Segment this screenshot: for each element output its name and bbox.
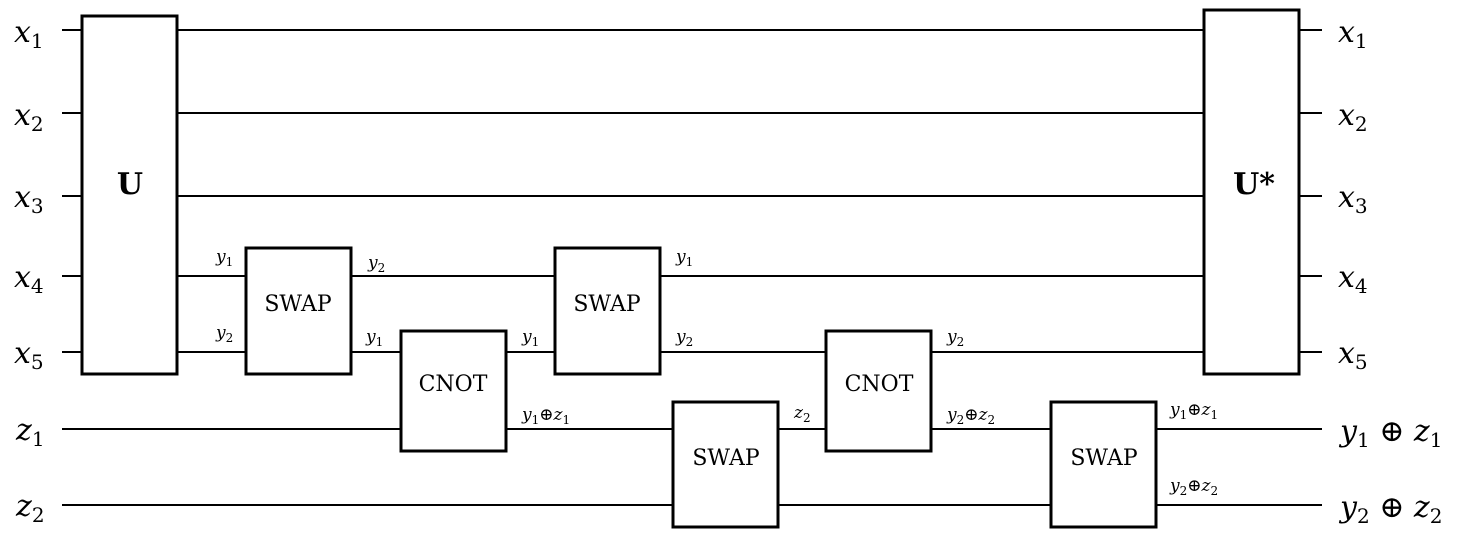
wire-label-cnot2-out-top: y2	[946, 327, 964, 349]
gate-swap-4: SWAP	[1049, 400, 1158, 529]
wire-label-swap1-out-bottom: y1	[365, 327, 383, 349]
output-label-y1-xor-z1: y1 ⊕ z1	[1338, 414, 1442, 452]
wire-label-cnot2-out-bottom: y2⊕z2	[946, 405, 995, 427]
gate-cnot-2-label: CNOT	[845, 372, 914, 397]
gate-cnot-1-label: CNOT	[419, 372, 488, 397]
wire-label-cnot1-out-top: y1	[521, 327, 539, 349]
gate-u-dagger-label: U*	[1233, 167, 1275, 202]
wire-labels: y1 y2 y2 y1 y1 y1⊕z1 y1 y2 z2 y2 y2⊕z2 y…	[215, 247, 1218, 498]
gate-swap-3: SWAP	[671, 400, 780, 529]
gate-cnot-2: CNOT	[824, 329, 933, 453]
output-labels: x1 x2 x3 x4 x5 y1 ⊕ z1 y2 ⊕ z2	[1338, 15, 1442, 528]
input-label-x5: x5	[14, 336, 44, 374]
wire-label-cnot1-out-bottom: y1⊕z1	[521, 405, 570, 427]
output-label-x4: x4	[1338, 260, 1368, 298]
gate-swap-3-label: SWAP	[692, 446, 759, 471]
output-label-x2: x2	[1338, 98, 1368, 136]
input-label-x4: x4	[14, 260, 44, 298]
input-label-z1: z1	[15, 413, 45, 451]
wire-label-swap1-in-top: y1	[215, 247, 233, 269]
input-label-x1: x1	[14, 15, 44, 53]
wire-label-swap4-out-bottom: y2⊕z2	[1169, 476, 1218, 498]
output-label-x5: x5	[1338, 336, 1368, 374]
input-label-x3: x3	[14, 180, 44, 218]
wire-label-swap1-in-bottom: y2	[215, 323, 233, 345]
gate-u-label: U	[117, 167, 143, 202]
wire-label-swap3-out: z2	[793, 403, 811, 425]
output-label-x1: x1	[1338, 15, 1368, 53]
gate-cnot-1: CNOT	[399, 329, 508, 453]
gate-swap-2-label: SWAP	[573, 292, 640, 317]
input-label-x2: x2	[14, 98, 44, 136]
input-label-z2: z2	[15, 489, 45, 527]
wire-label-swap1-out-top: y2	[367, 253, 385, 275]
wire-label-swap4-out-top: y1⊕z1	[1169, 400, 1218, 422]
gate-swap-1-label: SWAP	[264, 292, 331, 317]
wire-label-swap2-out-bottom: y2	[675, 327, 693, 349]
gate-swap-4-label: SWAP	[1070, 446, 1137, 471]
gate-swap-1: SWAP	[244, 246, 353, 376]
gate-u-dagger: U*	[1202, 8, 1301, 376]
output-label-y2-xor-z2: y2 ⊕ z2	[1338, 490, 1442, 528]
gate-swap-2: SWAP	[553, 246, 662, 376]
wire-label-swap2-out-top: y1	[675, 247, 693, 269]
output-label-x3: x3	[1338, 180, 1368, 218]
input-labels: x1 x2 x3 x4 x5 z1 z2	[14, 15, 45, 527]
gate-u: U	[80, 14, 179, 376]
